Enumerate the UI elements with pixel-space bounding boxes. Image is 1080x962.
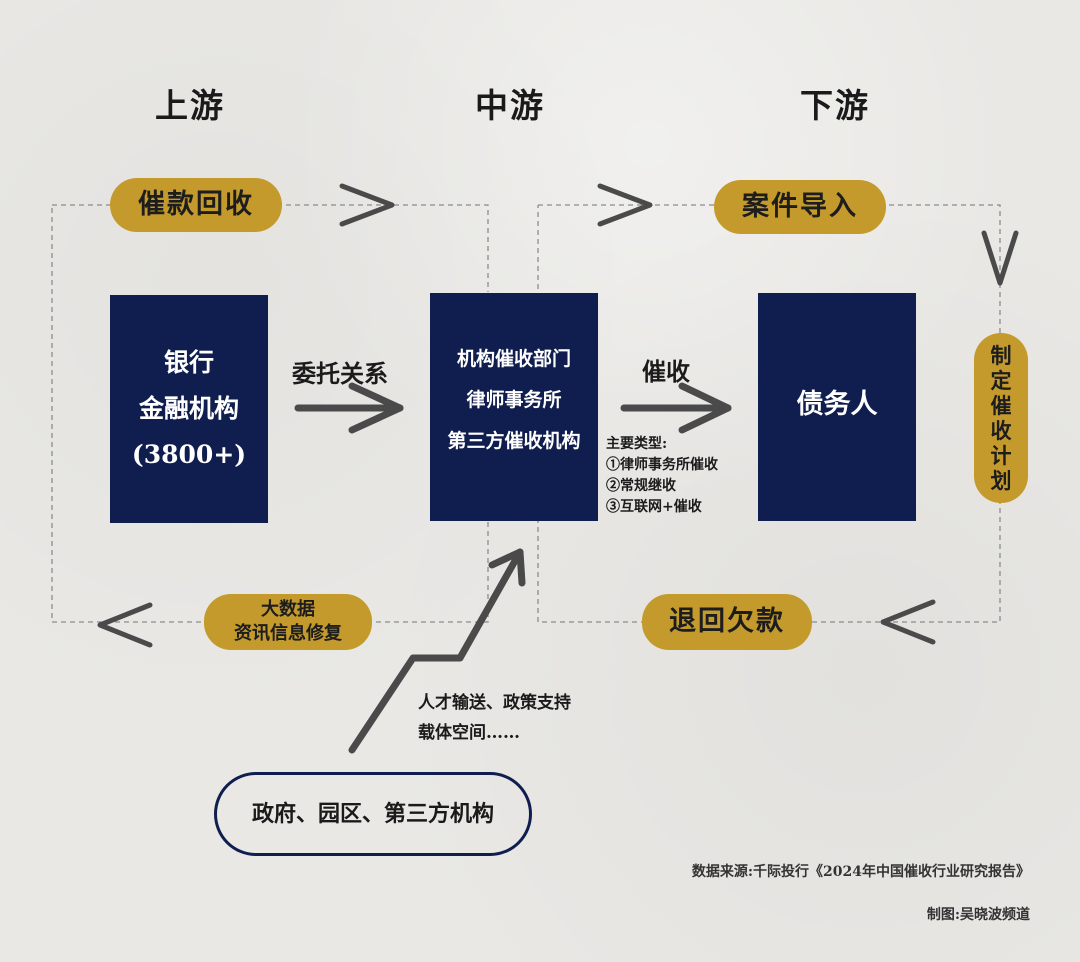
plan-char: 制 xyxy=(990,343,1012,368)
types-item: ②常规继收 xyxy=(606,478,676,494)
types-item: ③互联网+催收 xyxy=(606,499,702,515)
box-bank-line1: 银行 xyxy=(163,348,214,377)
support-arrow-head xyxy=(488,548,526,587)
support-zigzag-arrow xyxy=(348,548,524,754)
pill-big-data-line1: 大数据 xyxy=(261,599,315,620)
chevron-right-icon xyxy=(597,183,653,227)
box-bank: 银行 金融机构 (3800+) xyxy=(110,295,268,523)
stage-midstream: 中游 xyxy=(475,86,545,125)
plan-char: 收 xyxy=(990,418,1012,443)
chevron-left-icon xyxy=(880,599,936,645)
box-agency-line2: 律师事务所 xyxy=(466,389,562,411)
collect-arrow-head xyxy=(678,382,732,434)
box-bank-line2: 金融机构 xyxy=(138,394,239,423)
pill-payment-recovery: 催款回收 xyxy=(110,178,282,232)
types-title: 主要类型: xyxy=(606,436,668,452)
entrust-arrow-head xyxy=(348,382,404,434)
support-text: 人才输送、政策支持 载体空间…… xyxy=(418,688,571,748)
label-collect: 催收 xyxy=(642,357,690,386)
box-agency-line1: 机构催收部门 xyxy=(456,348,571,370)
pill-case-import: 案件导入 xyxy=(714,180,886,234)
chevron-down-icon xyxy=(981,230,1019,286)
stage-downstream: 下游 xyxy=(800,86,870,125)
footer-made-by: 制图:吴晓波频道 xyxy=(926,907,1030,923)
box-bank-line3: (3800+) xyxy=(131,440,247,469)
types-list: 主要类型: ①律师事务所催收 ②常规继收 ③互联网+催收 xyxy=(606,434,718,518)
plan-char: 计 xyxy=(990,443,1012,468)
pill-big-data: 大数据 资讯信息修复 xyxy=(204,594,372,650)
types-item: ①律师事务所催收 xyxy=(606,457,718,473)
pill-return-debt: 退回欠款 xyxy=(642,594,812,650)
plan-char: 催 xyxy=(990,393,1012,418)
box-agency-line3: 第三方催收机构 xyxy=(447,430,581,452)
gov-box: 政府、园区、第三方机构 xyxy=(214,772,532,856)
chevron-left-icon xyxy=(97,602,153,648)
label-entrust: 委托关系 xyxy=(292,359,388,388)
support-line1: 人才输送、政策支持 xyxy=(418,693,571,713)
plan-char: 定 xyxy=(990,368,1012,393)
box-debtor: 债务人 xyxy=(758,293,916,521)
support-line2: 载体空间…… xyxy=(418,723,520,743)
pill-collection-plan: 制 定 催 收 计 划 xyxy=(974,333,1028,503)
pill-big-data-line2: 资讯信息修复 xyxy=(234,623,342,644)
box-agency: 机构催收部门 律师事务所 第三方催收机构 xyxy=(430,293,598,521)
stage-upstream: 上游 xyxy=(155,86,225,125)
chevron-right-icon xyxy=(339,183,395,227)
footer-source: 数据来源:千际投行《2024年中国催收行业研究报告》 xyxy=(691,864,1030,880)
box-debtor-label: 债务人 xyxy=(796,388,878,420)
plan-char: 划 xyxy=(990,468,1012,493)
